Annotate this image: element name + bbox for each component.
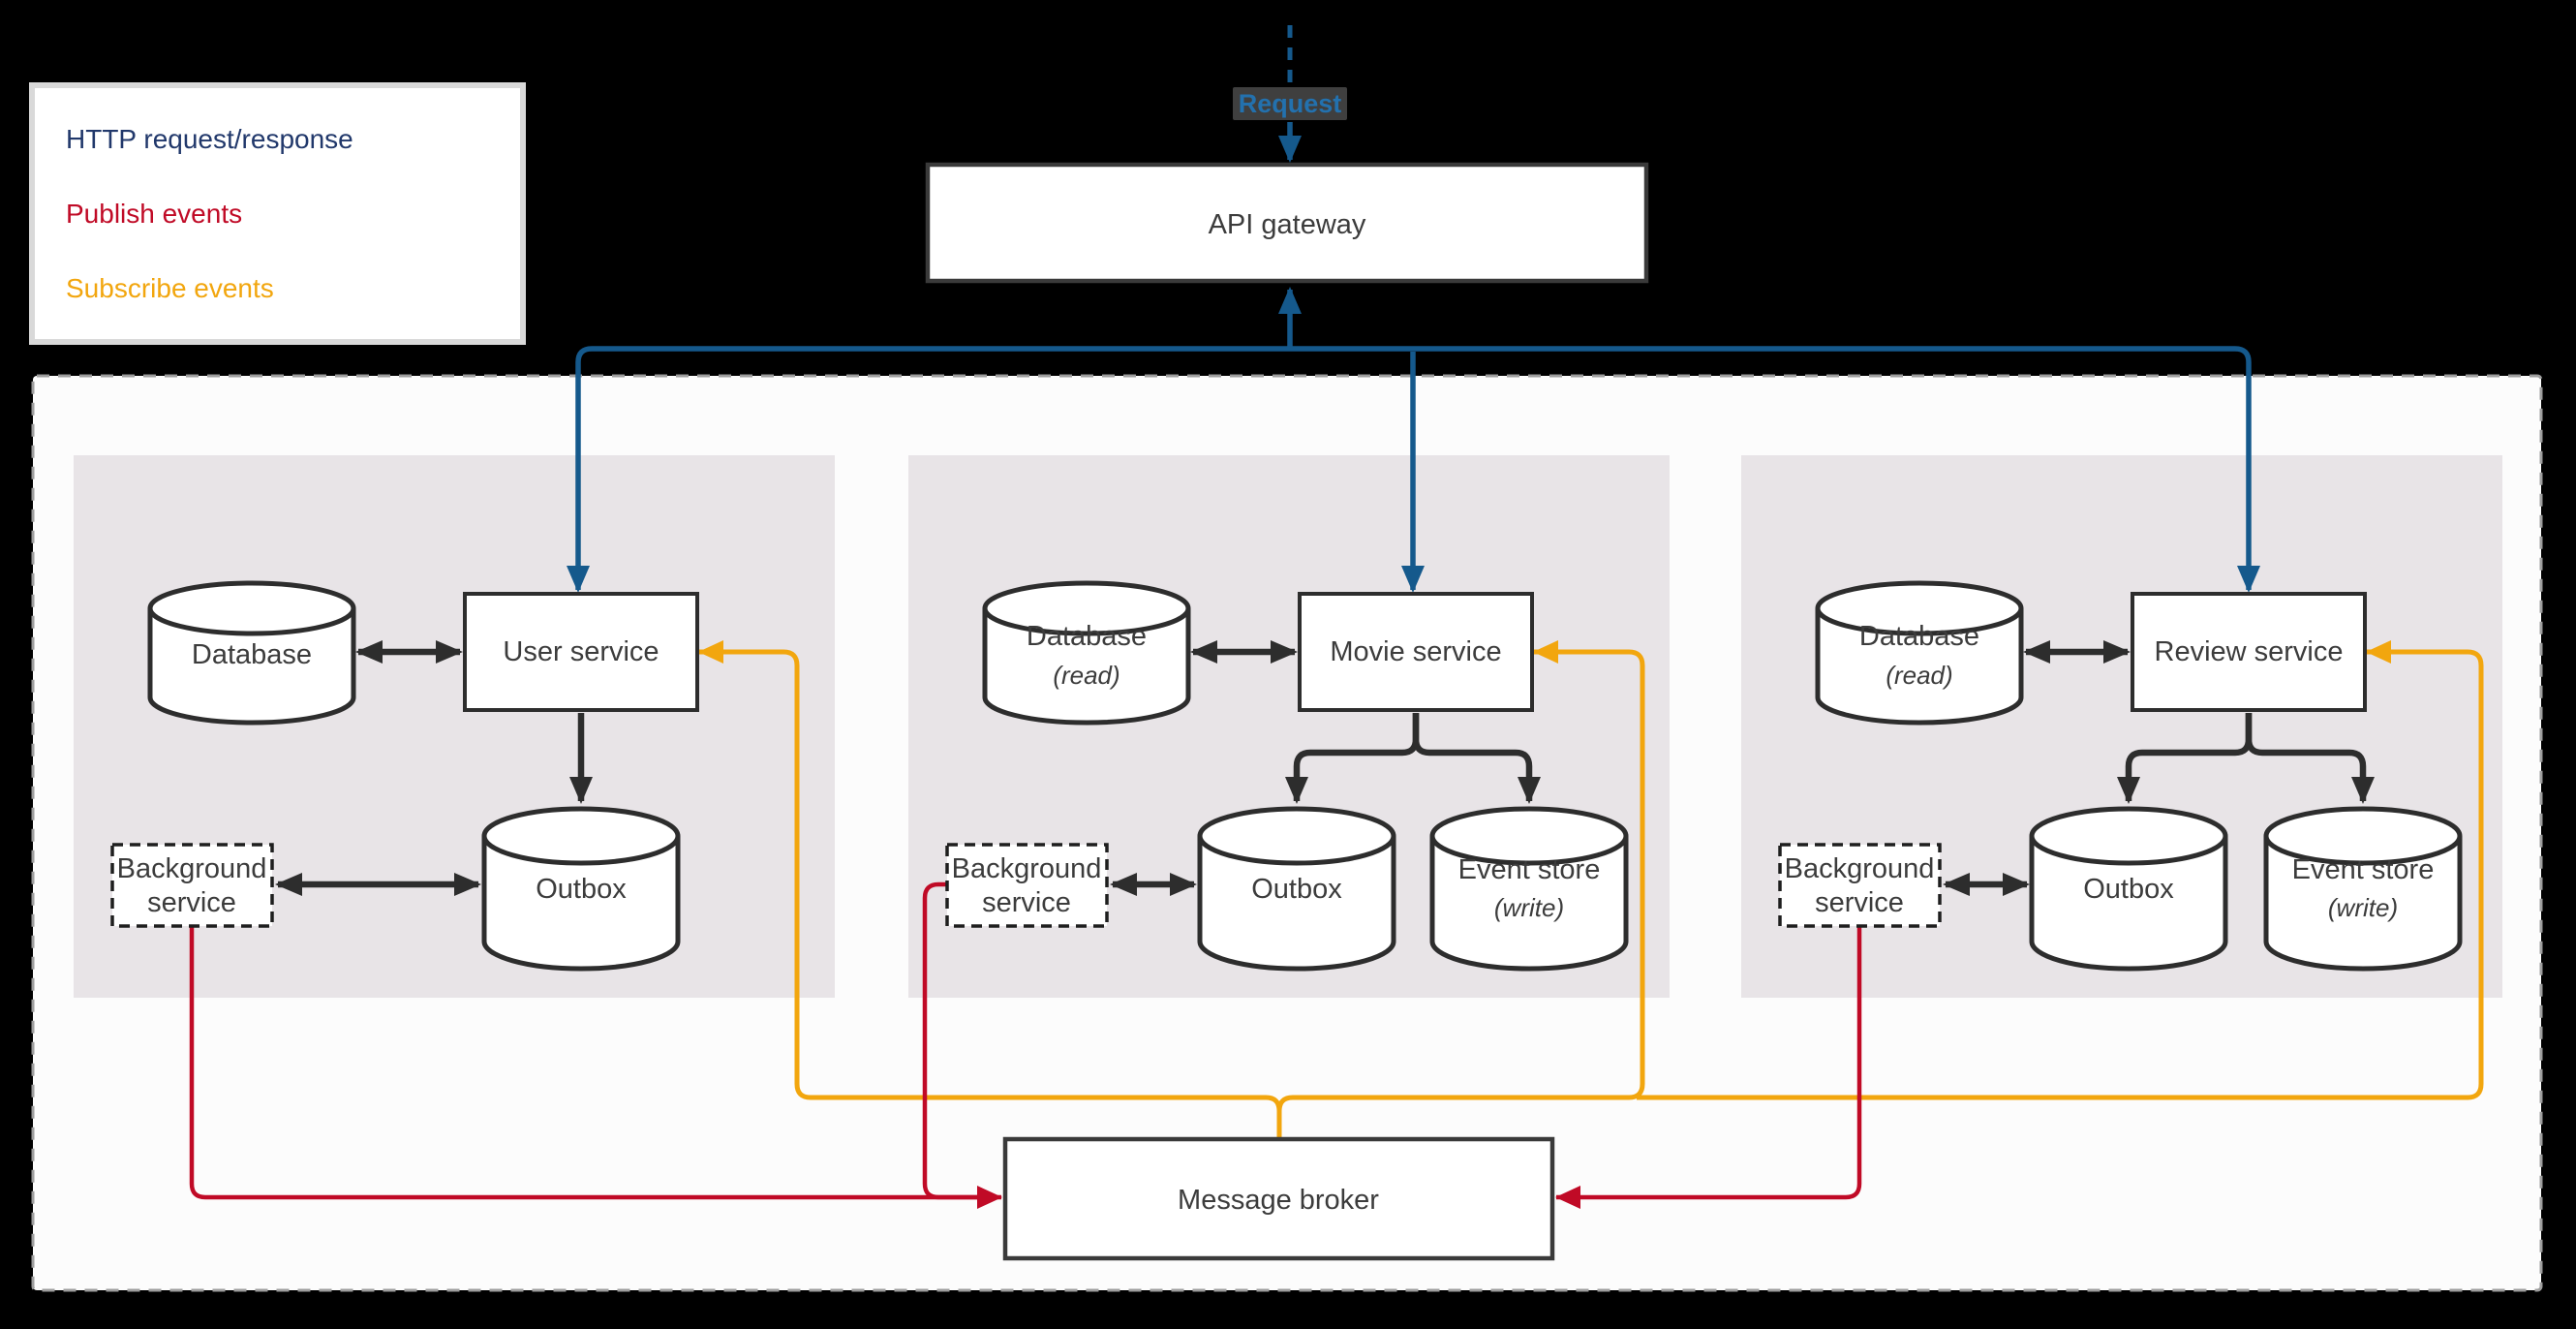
api-gateway-node <box>925 162 1649 284</box>
user-outbox-cylinder <box>481 836 681 972</box>
review-outbox-cylinder-top <box>2029 806 2228 866</box>
user-database-cylinder <box>147 608 356 726</box>
movie-database-cylinder <box>982 608 1191 726</box>
publish-line-review <box>1555 926 1862 1209</box>
movie-service-label: Movie service <box>1330 636 1501 667</box>
movie-background-service-label-line1: Background <box>952 853 1102 884</box>
http-trunk-line <box>567 346 2260 593</box>
user-service-label: User service <box>503 636 659 667</box>
movie-database-label: Database <box>1027 621 1147 652</box>
review-database-cylinder <box>1815 608 2024 726</box>
user-outbox-cylinder-top <box>481 806 681 866</box>
publish-line-movie <box>922 881 978 1200</box>
movie-eventstore-label: Event store <box>1458 854 1601 885</box>
legend-item-publish: Publish events <box>66 198 243 229</box>
user-background-service-node <box>110 843 274 928</box>
legend-item-http: HTTP request/response <box>66 123 353 154</box>
review-database-note: (read) <box>1886 661 1952 690</box>
subscribe-line-review <box>1637 640 2484 1100</box>
subscribe-line-user <box>698 640 1282 1139</box>
user-database-label: Database <box>192 639 312 670</box>
review-eventstore-cylinder <box>2263 836 2463 972</box>
movie-eventstore-cylinder-top <box>1429 806 1629 866</box>
request-label-chip <box>1233 87 1347 120</box>
user-background-service-label-line2: service <box>147 887 236 918</box>
review-background-service-label-line1: Background <box>1785 853 1935 884</box>
movie-service-eventstore-arrow <box>1412 713 1541 804</box>
movie-eventstore-cylinder <box>1429 836 1629 972</box>
movie-outbox-label: Outbox <box>1251 874 1342 905</box>
message-broker-label: Message broker <box>1178 1185 1379 1216</box>
review-service-node <box>2131 592 2367 712</box>
user-outbox-label: Outbox <box>536 874 627 905</box>
movie-outbox-cylinder <box>1197 836 1396 972</box>
review-outbox-cylinder <box>2029 836 2228 972</box>
movie-service-node <box>1298 592 1534 712</box>
review-background-service-node <box>1778 843 1942 928</box>
review-outbox-label: Outbox <box>2083 874 2174 905</box>
api-gateway-label: API gateway <box>1209 209 1366 240</box>
message-broker-node <box>1002 1136 1555 1261</box>
movie-eventstore-note: (write) <box>1494 893 1564 922</box>
review-eventstore-note: (write) <box>2328 893 2398 922</box>
user-database-cylinder-top <box>147 580 356 636</box>
publish-line-user <box>189 926 1002 1209</box>
movie-database-cylinder-top <box>982 580 1191 636</box>
review-eventstore-cylinder-top <box>2263 806 2463 866</box>
request-label: Request <box>1239 89 1342 118</box>
subscribe-line-movie <box>1276 640 1645 1139</box>
review-database-cylinder-top <box>1815 580 2024 636</box>
user-background-service-label-line1: Background <box>117 853 267 884</box>
legend-item-subscribe: Subscribe events <box>66 272 274 303</box>
review-database-label: Database <box>1859 621 1979 652</box>
legend-panel: HTTP request/response Publish events Sub… <box>29 82 526 345</box>
movie-database-note: (read) <box>1053 661 1119 690</box>
movie-outbox-cylinder-top <box>1197 806 1396 866</box>
review-service-eventstore-arrow <box>2245 713 2375 804</box>
movie-background-service-label-line2: service <box>982 887 1071 918</box>
review-service-label: Review service <box>2155 636 2344 667</box>
review-eventstore-label: Event store <box>2292 854 2435 885</box>
movie-background-service-node <box>945 843 1109 928</box>
review-background-service-label-line2: service <box>1815 887 1904 918</box>
user-service-node <box>463 592 699 712</box>
